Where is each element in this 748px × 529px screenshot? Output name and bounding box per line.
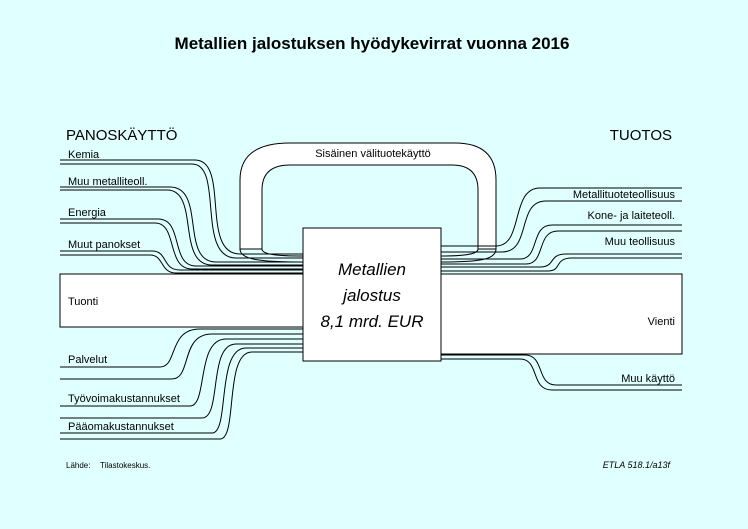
input-label-tuonti: Tuonti xyxy=(68,296,98,308)
flow-kemia-top xyxy=(60,159,303,255)
output-label-vienti: Vienti xyxy=(648,316,675,328)
output-heading: TUOTOS xyxy=(610,127,672,144)
input-label-muu-metalliteoll: Muu metalliteoll. xyxy=(68,176,147,188)
output-label-muu-kaytto: Muu käyttö xyxy=(621,373,675,385)
input-label-tyovoimakustannukset: Työvoimakustannukset xyxy=(68,393,180,405)
diagram-title: Metallien jalostuksen hyödykevirrat vuon… xyxy=(175,34,570,53)
internal-loop-flow-in-inner xyxy=(440,248,479,257)
tuonti-band xyxy=(59,273,304,328)
flow-energia-bottom xyxy=(60,222,303,270)
input-label-palvelut: Palvelut xyxy=(68,354,107,366)
flow-muut-panokset-bottom xyxy=(60,254,303,274)
flow-metallituote-bottom xyxy=(441,200,682,253)
reference-code: ETLA 518.1/a13f xyxy=(603,460,672,470)
output-label-muu-teollisuus: Muu teollisuus xyxy=(605,236,676,248)
center-value: 8,1 mrd. EUR xyxy=(321,312,424,331)
flow-muu-kaytto-bottom xyxy=(441,358,682,391)
output-label-metallituoteteollisuus: Metallituoteteollisuus xyxy=(573,189,676,201)
flow-paaoma-bottom xyxy=(60,351,303,440)
center-title-line2: jalostus xyxy=(341,286,401,305)
flow-muu-teollisuus-top xyxy=(441,253,682,268)
flow-palvelut-top xyxy=(60,328,303,368)
flow-muu-teollisuus-bottom xyxy=(441,257,682,272)
output-label-kone-ja-laiteteoll: Kone- ja laiteteoll. xyxy=(588,210,675,222)
flow-kone-bottom xyxy=(441,230,682,265)
flow-kone-top xyxy=(441,224,682,260)
flow-paaoma-top xyxy=(60,347,303,434)
vienti-band xyxy=(440,273,683,355)
input-label-muut-panokset: Muut panokset xyxy=(68,239,140,251)
center-process-box xyxy=(302,227,442,362)
input-label-paaomakustannukset: Pääomakustannukset xyxy=(68,421,174,433)
flow-muu-metalli-bottom xyxy=(60,189,303,266)
flow-metallituote-top xyxy=(441,187,682,247)
flow-muu-kaytto-top xyxy=(441,354,682,386)
flow-muut-panokset-top xyxy=(60,250,303,271)
flow-kemia-bottom xyxy=(60,163,303,259)
flow-palvelut-bottom xyxy=(60,333,303,380)
internal-loop-flow-out-inner xyxy=(261,248,304,257)
input-label-kemia: Kemia xyxy=(68,149,100,161)
flow-energia-top xyxy=(60,218,303,267)
flow-tyovoima-top xyxy=(60,338,303,407)
source-label: Lähde: xyxy=(66,461,90,470)
input-label-energia: Energia xyxy=(68,207,107,219)
input-heading: PANOSKÄYTTÖ xyxy=(66,126,177,144)
internal-loop-label: Sisäinen välituotekäyttö xyxy=(315,148,431,160)
flow-tyovoima-bottom xyxy=(60,343,303,419)
source-value: Tilastokeskus. xyxy=(100,461,150,470)
flow-muu-metalli-top xyxy=(60,186,303,263)
center-title-line1: Metallien xyxy=(338,260,406,279)
